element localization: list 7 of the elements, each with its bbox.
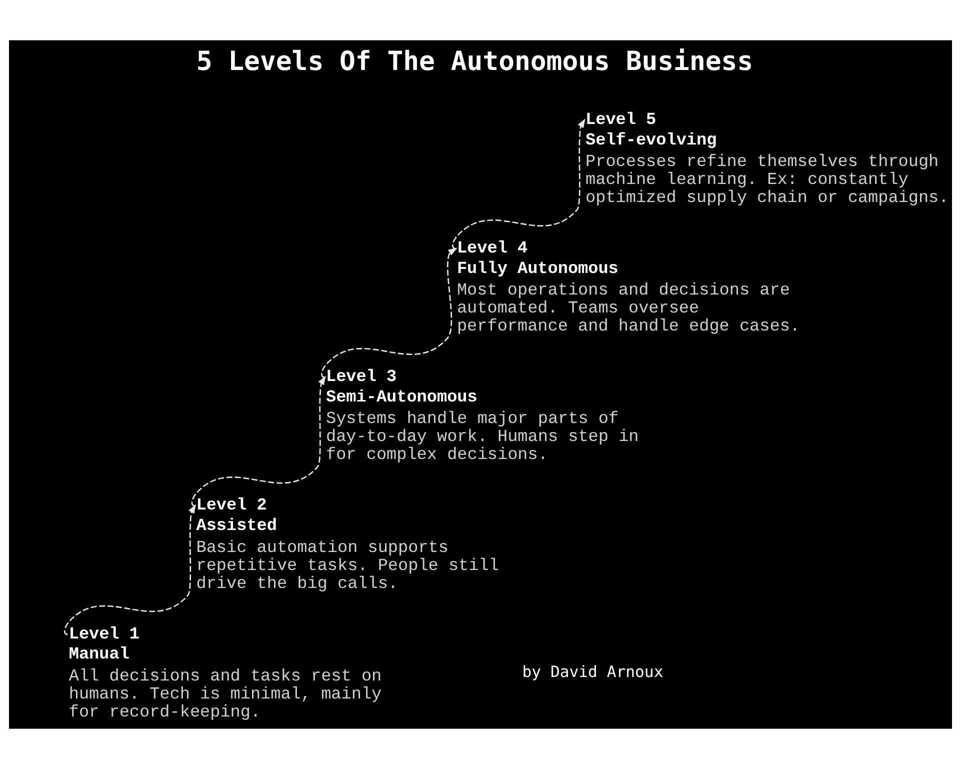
label: by David Arnoux — [522, 662, 663, 680]
node-text: Level 2 Assisted Basic automation supports repetitive tasks. People still drive the big calls. — [196, 496, 498, 594]
diagram-title: 5 Levels Of The Autonomous Business — [196, 45, 753, 76]
node-text: Level 1 Manual All decisions and tasks rest on humans. Tech is minimal, mainly for record-keeping. — [68, 624, 382, 722]
node-text: Level 3 Semi-Autonomous Systems handle major parts of day-to-day work. Humans step in for complex decisions. — [326, 368, 638, 465]
node-text: Level 4 Fully Autonomous Most operations and decisions are automated. Teams oversee performance and handle edge cases. — [456, 239, 800, 336]
node-text: Level 5 Self-evolving Processes refine themselves through machine learning. Ex: constantly optimized supply chain or campaigns. — [585, 110, 948, 208]
